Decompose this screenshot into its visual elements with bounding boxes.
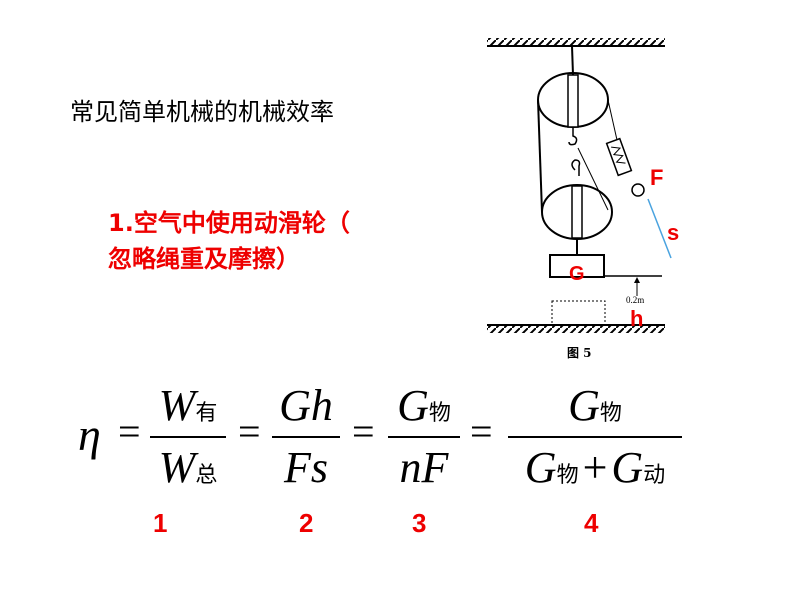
- height-value: 0.2m: [626, 295, 644, 305]
- denominator-var: W: [158, 443, 196, 492]
- weight-label: G: [569, 263, 585, 285]
- weight-block: [549, 254, 605, 278]
- height-label: h: [630, 306, 643, 331]
- fixed-pulley: [537, 72, 609, 128]
- denominator: Fs: [284, 443, 328, 492]
- denominator: nF: [399, 443, 449, 492]
- fraction-g-total: G物 G物+G动: [508, 380, 682, 494]
- spring-scale: [605, 137, 645, 197]
- denominator-sub: 物: [556, 463, 579, 488]
- pull-distance-line: [647, 198, 672, 259]
- equals-sign: =: [470, 409, 493, 454]
- formula-index-3: 3: [412, 508, 427, 538]
- equals-sign: =: [352, 409, 375, 454]
- denominator-var: G: [611, 443, 644, 492]
- equals-sign: =: [238, 409, 261, 454]
- figure-caption: 图 5: [567, 346, 592, 360]
- equals-sign: =: [118, 409, 141, 454]
- numerator-var: G: [568, 381, 600, 430]
- section-heading-line2: 忽略绳重及摩擦）: [108, 245, 300, 273]
- denominator-var: G: [524, 443, 557, 492]
- numerator-var: G: [397, 381, 429, 430]
- formula-index-4: 4: [584, 508, 599, 538]
- plus-sign: +: [582, 443, 608, 492]
- denominator-sub: 动: [643, 463, 666, 488]
- force-label: F: [650, 165, 663, 190]
- fraction-g-nf: G物 nF: [388, 380, 460, 494]
- numerator-sub: 物: [428, 401, 451, 426]
- initial-position-box: [551, 300, 606, 326]
- eta-symbol: η: [78, 409, 101, 460]
- movable-pulley: [541, 184, 613, 240]
- section-heading-line1: 1.空气中使用动滑轮（: [108, 209, 350, 237]
- fraction-work: W有 W总: [150, 380, 226, 494]
- numerator-sub: 物: [599, 401, 622, 426]
- slide-title: 常见简单机械的机械效率: [70, 98, 334, 126]
- formula-index-1: 1: [153, 508, 168, 538]
- section-heading: 1.空气中使用动滑轮（ 忽略绳重及摩擦）: [108, 205, 350, 277]
- numerator-sub: 有: [195, 401, 218, 426]
- numerator-var: W: [158, 381, 196, 430]
- distance-label: s: [667, 220, 679, 245]
- ceiling: [487, 38, 665, 47]
- formula-index-2: 2: [299, 508, 314, 538]
- denominator-sub: 总: [195, 463, 218, 488]
- fraction-gh-fs: Gh Fs: [272, 380, 340, 494]
- numerator: Gh: [279, 381, 333, 430]
